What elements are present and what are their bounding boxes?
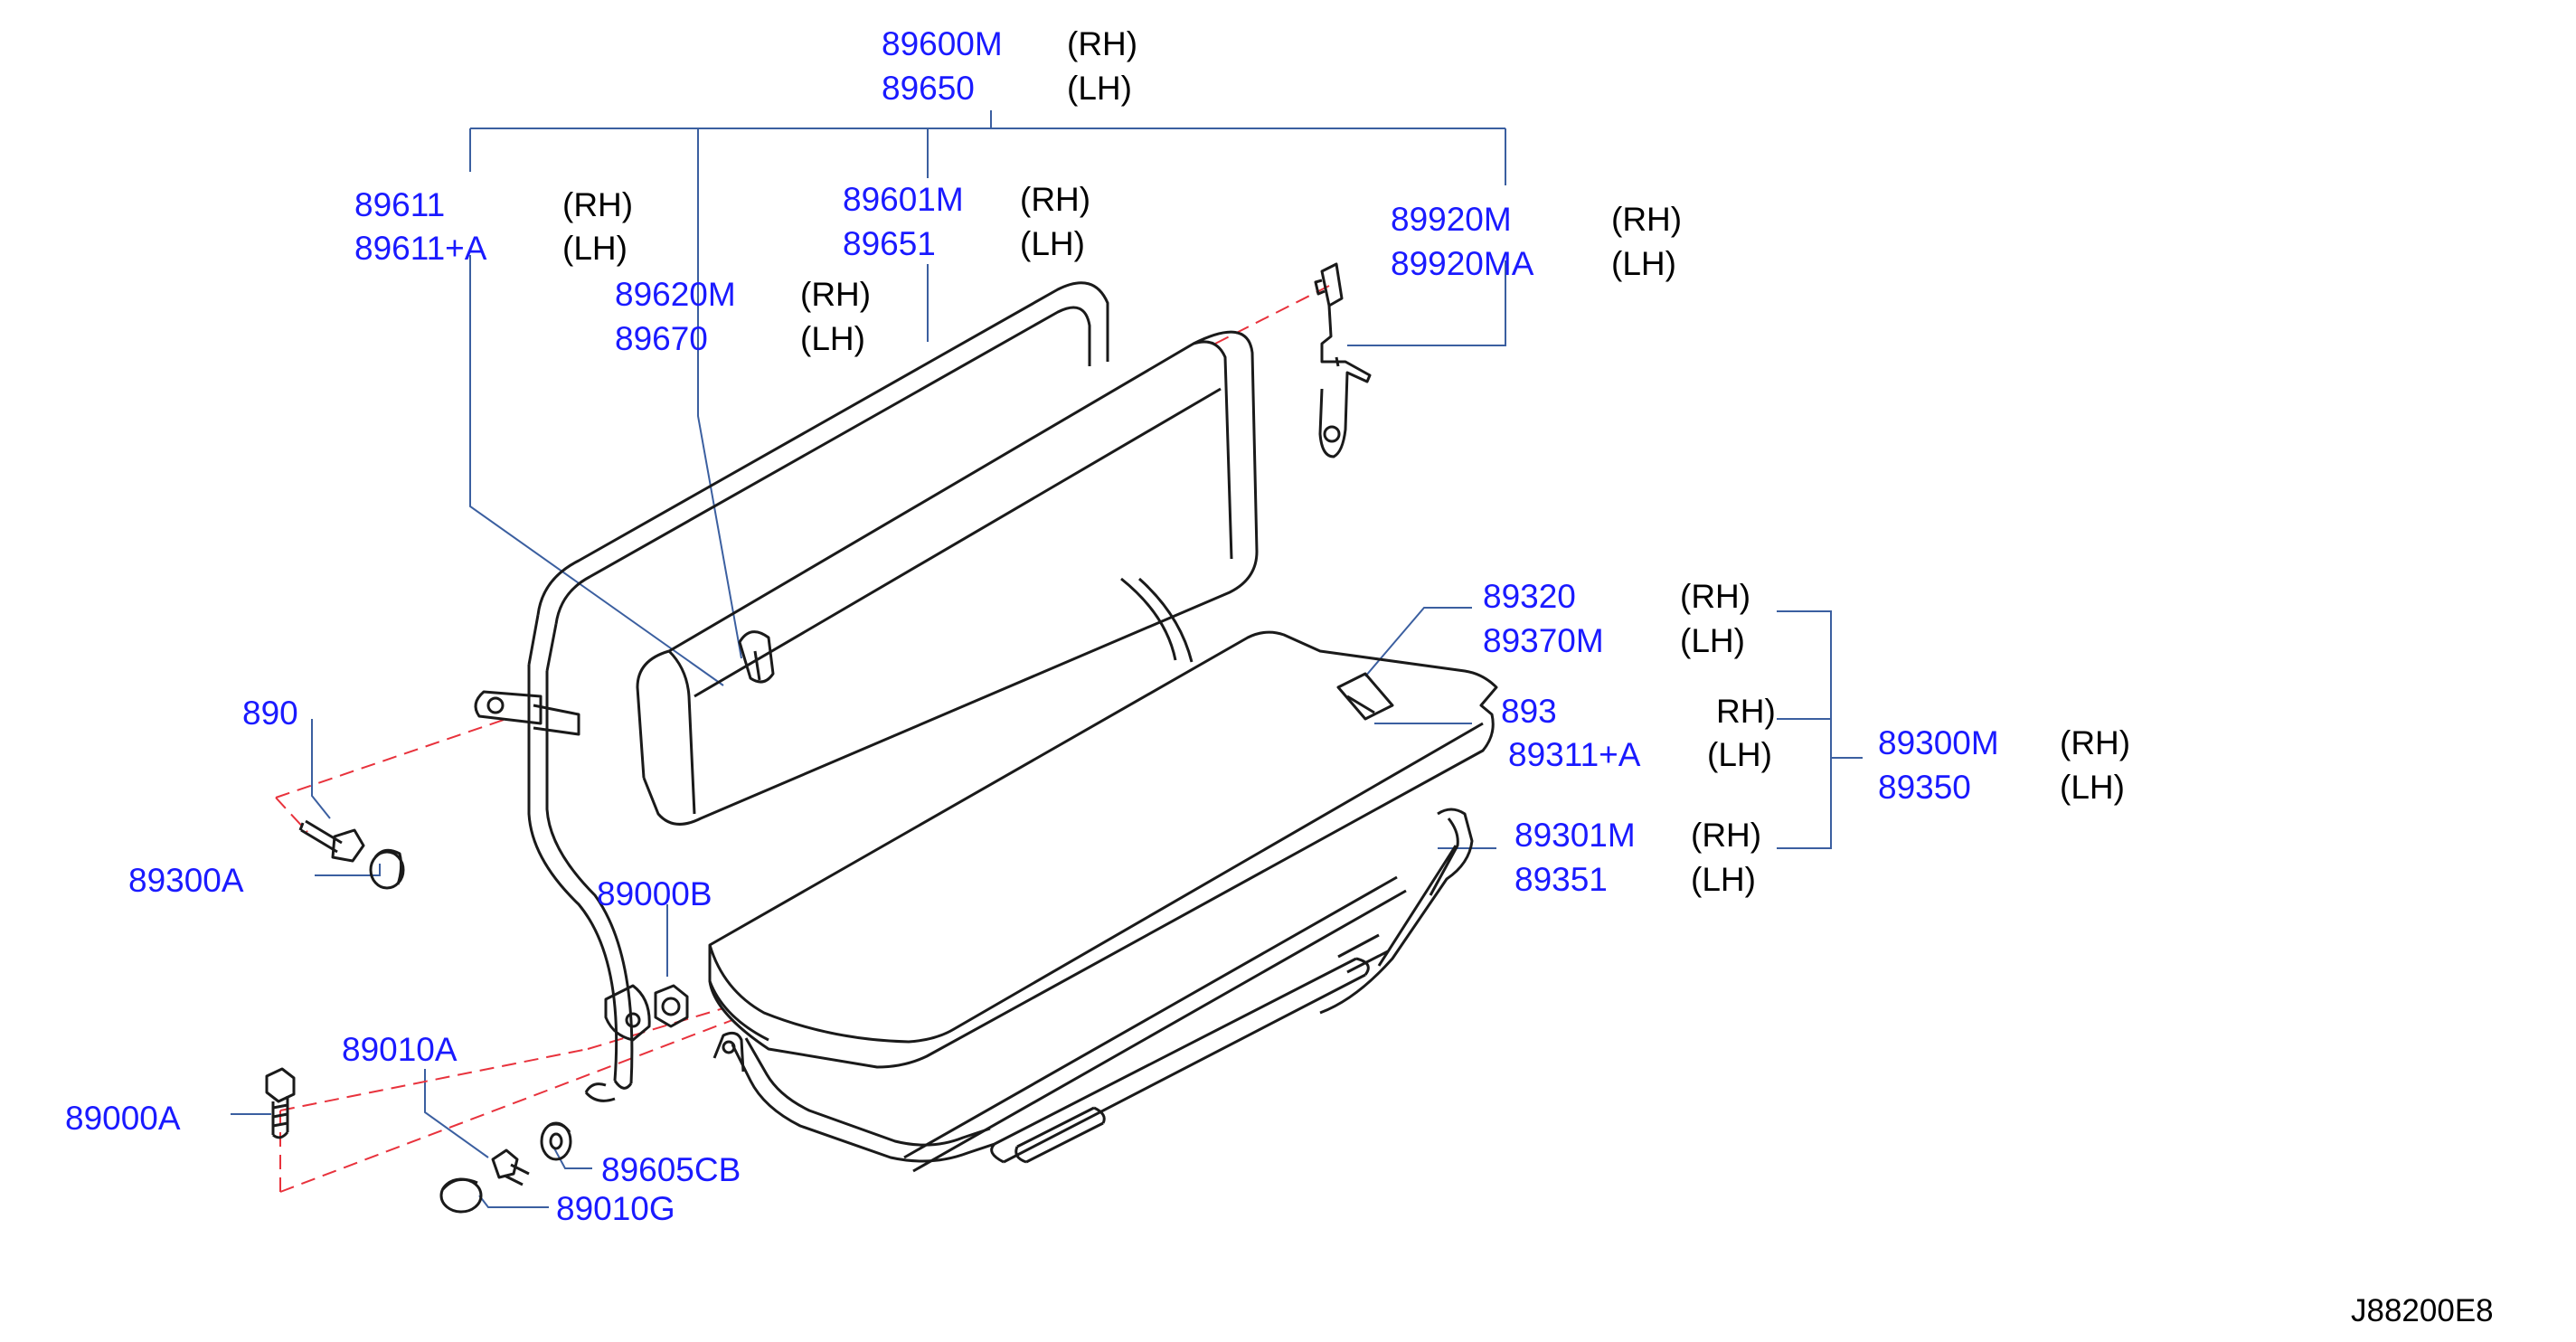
- label-89010a[interactable]: 89010A: [342, 1031, 458, 1068]
- left-frame: [474, 665, 651, 1102]
- label-89300m-side: (RH): [2060, 724, 2131, 761]
- label-89920ma-side: (LH): [1611, 245, 1676, 282]
- label-89611a[interactable]: 89611+A: [354, 230, 487, 267]
- label-89320[interactable]: 89320: [1483, 578, 1576, 615]
- hook-icon: [1314, 262, 1372, 458]
- seat-back: [527, 281, 1259, 826]
- washer-icon: [540, 1121, 572, 1161]
- label-89370m-side: (LH): [1680, 622, 1745, 659]
- diagram-code: J88200E8: [2351, 1293, 2494, 1328]
- label-89605cb[interactable]: 89605CB: [601, 1151, 741, 1188]
- label-89351-side: (LH): [1691, 861, 1756, 898]
- seat-cushion: [708, 630, 1498, 1069]
- label-89611a-side: (LH): [562, 230, 627, 267]
- label-89351[interactable]: 89351: [1514, 861, 1608, 898]
- screw-icon: [491, 1148, 530, 1186]
- nut-icon: [654, 984, 689, 1028]
- label-89350-side: (LH): [2060, 769, 2125, 806]
- label-89370m[interactable]: 89370M: [1483, 622, 1604, 659]
- label-89620m[interactable]: 89620M: [615, 276, 736, 313]
- label-89611[interactable]: 89611: [354, 186, 446, 223]
- cap-icon-2: [439, 1177, 483, 1214]
- label-89300m[interactable]: 89300M: [1878, 724, 1999, 761]
- label-89000a[interactable]: 89000A: [65, 1100, 181, 1137]
- label-mask: [357, 687, 411, 728]
- leader-lines: [231, 110, 1863, 1208]
- label-89651-side: (LH): [1020, 225, 1085, 262]
- label-89350[interactable]: 89350: [1878, 769, 1971, 806]
- label-89651[interactable]: 89651: [843, 225, 936, 262]
- label-89010g[interactable]: 89010G: [556, 1190, 675, 1227]
- label-89670[interactable]: 89670: [615, 320, 708, 357]
- label-89300a[interactable]: 89300A: [128, 862, 244, 899]
- label-89601m[interactable]: 89601M: [843, 181, 964, 218]
- label-89311a-side: (LH): [1707, 736, 1772, 773]
- label-89311-partial[interactable]: 893: [1501, 693, 1557, 730]
- label-89601m-side: (RH): [1020, 181, 1091, 218]
- fasteners: [265, 819, 689, 1214]
- label-89650[interactable]: 89650: [882, 70, 975, 107]
- label-89301m[interactable]: 89301M: [1514, 817, 1636, 854]
- label-89920m[interactable]: 89920M: [1391, 201, 1512, 238]
- label-89000b[interactable]: 89000B: [597, 875, 712, 912]
- label-89301m-side: (RH): [1691, 817, 1762, 854]
- label-89600m-side: (RH): [1067, 25, 1138, 62]
- label-89650-side: (LH): [1067, 70, 1132, 107]
- label-89311-side-partial: RH): [1716, 693, 1776, 730]
- label-89611-side: (RH): [562, 186, 634, 223]
- label-89311a[interactable]: 89311+A: [1508, 736, 1641, 773]
- label-89920m-side: (RH): [1611, 201, 1683, 238]
- label-89670-side: (LH): [800, 320, 865, 357]
- bolt-icon: [298, 819, 365, 863]
- label-partial-left[interactable]: 890: [242, 695, 298, 732]
- label-89600m[interactable]: 89600M: [882, 25, 1003, 62]
- cap-icon: [369, 848, 405, 890]
- label-89320-side: (RH): [1680, 578, 1751, 615]
- label-89620m-side: (RH): [800, 276, 872, 313]
- label-89920ma[interactable]: 89920MA: [1391, 245, 1534, 282]
- seat-frame: [712, 808, 1474, 1173]
- bolt-icon-2: [265, 1067, 296, 1139]
